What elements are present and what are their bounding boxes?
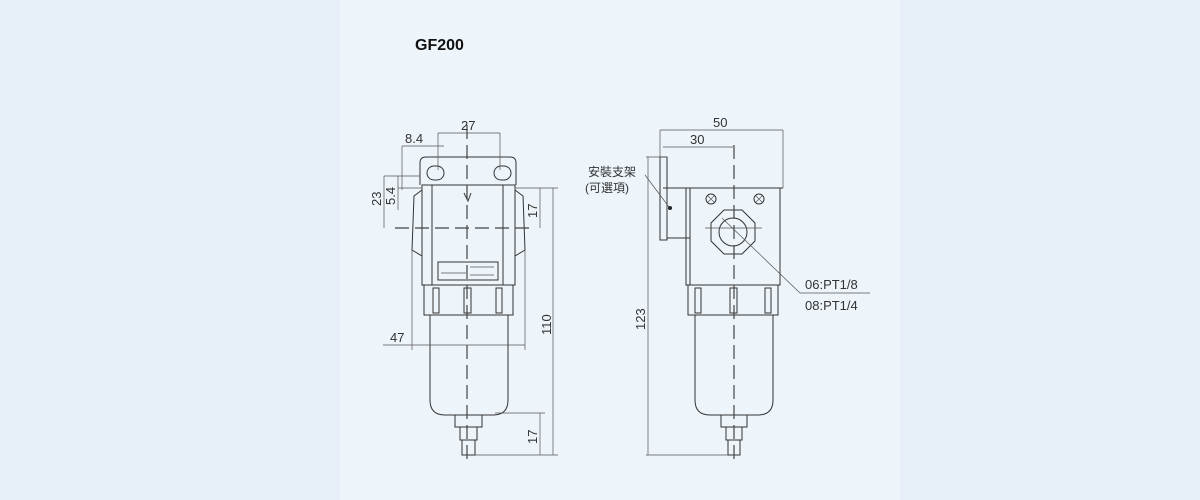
bracket-note-line1: 安裝支架: [588, 164, 636, 179]
port-circle: [718, 217, 748, 247]
dim-50: 50: [713, 115, 727, 130]
dim-23: 23: [369, 192, 384, 206]
dim-8-4: 8.4: [405, 131, 423, 146]
bracket: [667, 187, 691, 239]
dim-27: 27: [461, 118, 475, 133]
drain: [454, 414, 483, 428]
side-bowl-guard: [687, 284, 779, 316]
dim-17-top: 17: [525, 204, 540, 218]
side-port-left: [411, 189, 423, 257]
model-title: GF200: [415, 37, 464, 54]
port-octagon: [710, 209, 756, 255]
port-spec-06: 06:PT1/8: [805, 277, 858, 292]
side-view: 50 30 123 安裝支架 (可選項) 06:PT1/8 08:PT1/4: [585, 115, 870, 460]
slot-right: [493, 165, 512, 181]
screw-right: [753, 193, 765, 205]
dim-47: 47: [390, 330, 404, 345]
slot-left: [426, 165, 445, 181]
dim-110: 110: [539, 314, 554, 335]
bowl-guard: [423, 284, 514, 316]
dim-17-bottom: 17: [525, 430, 540, 444]
port-spec-08: 08:PT1/4: [805, 298, 858, 313]
bowl: [429, 315, 509, 416]
mounting-bracket: [419, 156, 517, 185]
bracket-note-line2: (可選項): [585, 181, 629, 195]
dim-30: 30: [690, 132, 704, 147]
front-view: 27 8.4 23 5.4 17 110 47 17: [369, 118, 558, 460]
side-port-right: [514, 189, 526, 257]
dim-123: 123: [633, 308, 648, 330]
screw-left: [705, 193, 717, 205]
bracket-plate: [659, 156, 668, 241]
drawing-panel: [340, 0, 900, 500]
side-body: [685, 187, 781, 286]
label-plate: [437, 261, 499, 281]
dim-5-4: 5.4: [383, 187, 398, 205]
